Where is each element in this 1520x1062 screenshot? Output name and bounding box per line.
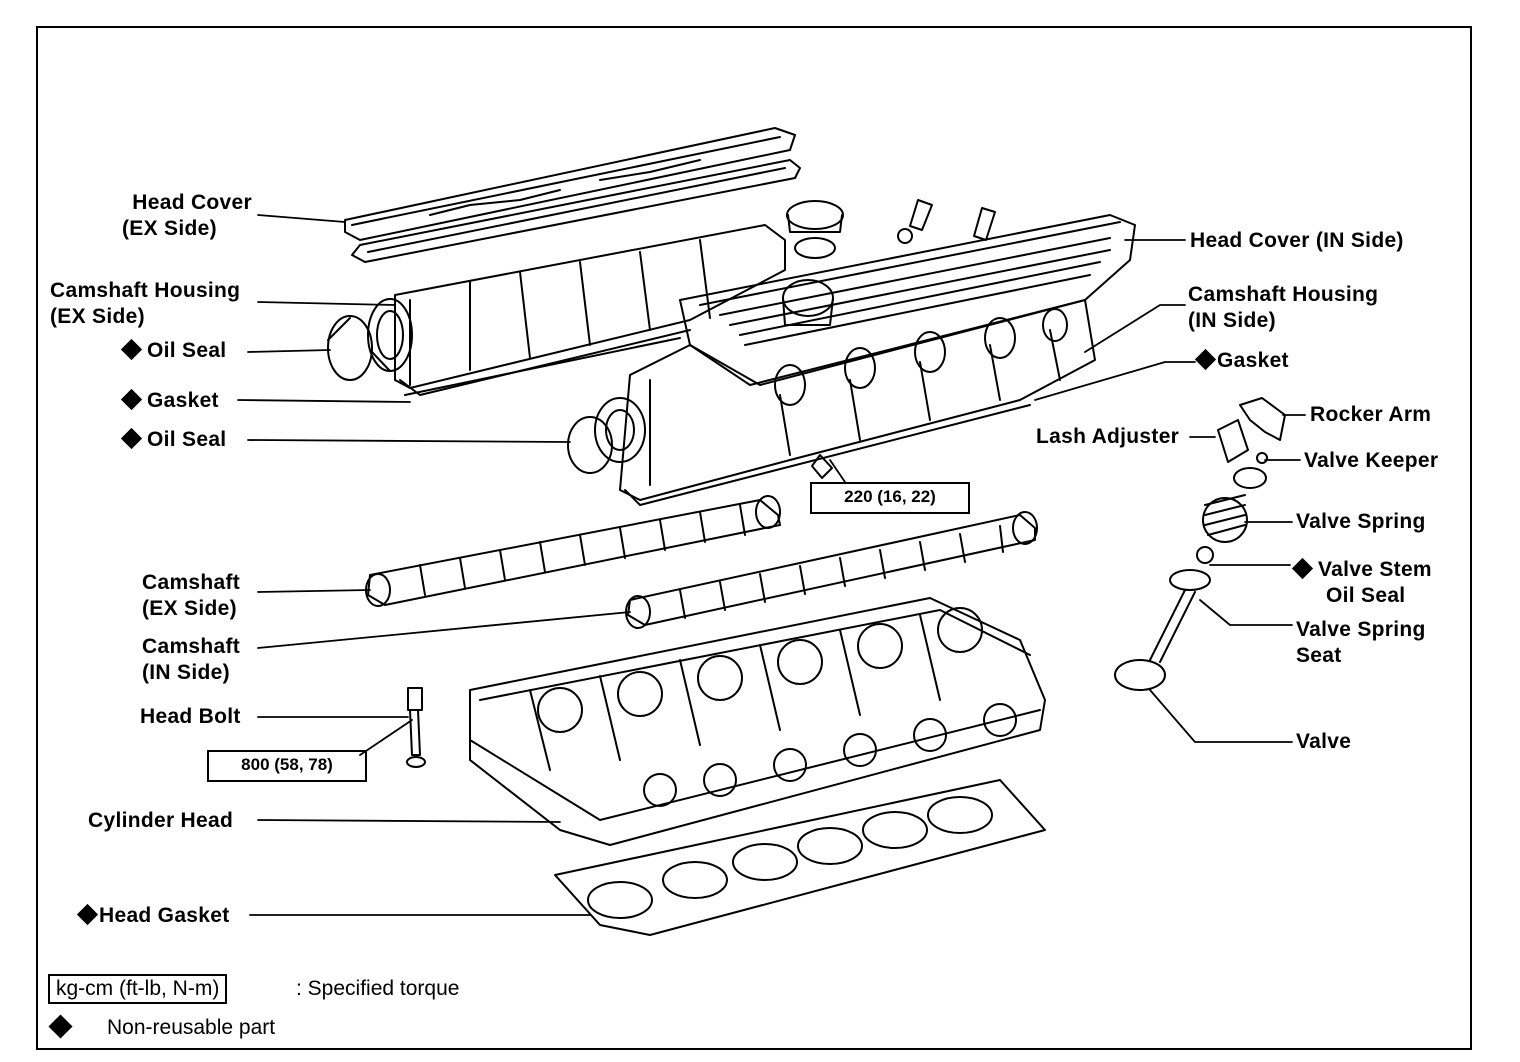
diamond-icon — [1194, 348, 1217, 371]
label-gasket-right: Gasket — [1194, 348, 1289, 374]
label-text: Gasket — [1217, 349, 1289, 372]
label-text: Gasket — [147, 389, 219, 412]
label-line: (EX Side) — [142, 597, 237, 620]
head-gasket-shape — [554, 779, 1046, 936]
label-line: Camshaft Housing — [1188, 283, 1379, 306]
label-line: Valve Stem — [1291, 557, 1432, 583]
label-text: Oil Seal — [147, 339, 227, 362]
label-camshaft-in: Camshaft (IN Side) — [142, 634, 240, 686]
camshaft-housing-in-shape — [567, 299, 1096, 506]
label-line: (IN Side) — [1188, 309, 1276, 332]
label-camshaft-ex: Camshaft (EX Side) — [142, 570, 240, 622]
camshaft-in-shape — [625, 511, 1038, 629]
label-line: Oil Seal — [1326, 584, 1406, 607]
leader-lines — [237, 214, 1306, 916]
label-text: Lash Adjuster — [1036, 425, 1180, 448]
label-rocker-arm: Rocker Arm — [1310, 402, 1431, 428]
label-line: Camshaft — [142, 571, 241, 594]
diamond-icon — [120, 338, 143, 361]
label-text: Valve Stem — [1318, 558, 1432, 581]
camshaft-ex-shape — [365, 495, 781, 607]
label-line: Head Cover — [132, 191, 252, 214]
label-text: Rocker Arm — [1310, 403, 1432, 426]
diamond-icon — [120, 388, 143, 411]
label-line: Camshaft — [142, 635, 241, 658]
label-oil-seal-upper: Oil Seal — [120, 338, 227, 364]
label-text: Head Bolt — [140, 705, 241, 728]
label-valve-keeper: Valve Keeper — [1304, 448, 1438, 474]
cylinder-head-shape — [469, 597, 1046, 846]
label-valve-spring-seat: Valve Spring Seat — [1296, 617, 1426, 669]
legend-torque-box: kg-cm (ft-lb, N-m) — [48, 974, 228, 1004]
label-head-cover-in: Head Cover (IN Side) — [1190, 228, 1404, 254]
legend-torque-text: : Specified torque — [296, 977, 460, 1000]
label-text: Valve Spring — [1296, 510, 1426, 533]
label-text: Valve Keeper — [1304, 449, 1439, 472]
label-camshaft-housing-in: Camshaft Housing (IN Side) — [1188, 282, 1378, 334]
label-text: Oil Seal — [147, 428, 227, 451]
valve-train-shapes — [1114, 397, 1286, 691]
camshaft-housing-ex-shape — [327, 199, 996, 396]
label-line: (EX Side) — [50, 305, 145, 328]
torque-head-bolt: 800 (58, 78) — [207, 750, 367, 782]
diamond-icon — [76, 903, 99, 926]
head-bolt-shape — [406, 687, 426, 768]
head-cover-in-shape — [679, 214, 1136, 386]
label-cylinder-head: Cylinder Head — [88, 808, 233, 834]
legend-nonreusable: Non-reusable part — [48, 1014, 276, 1041]
head-cover-ex-shape — [344, 127, 801, 263]
label-text: Cylinder Head — [88, 809, 234, 832]
diamond-icon — [120, 427, 143, 450]
diamond-icon — [48, 1014, 73, 1039]
label-valve-stem-oil-seal: Valve Stem Oil Seal — [1291, 557, 1432, 609]
label-line: Valve Spring — [1296, 618, 1426, 641]
label-head-bolt: Head Bolt — [140, 704, 241, 730]
label-valve: Valve — [1296, 729, 1351, 755]
label-text: Head Cover (IN Side) — [1190, 229, 1404, 252]
label-line: Seat — [1296, 644, 1342, 667]
label-head-gasket: Head Gasket — [76, 903, 230, 929]
diagram-frame — [36, 26, 1472, 1050]
label-line: (IN Side) — [142, 661, 230, 684]
diamond-icon — [1291, 557, 1314, 580]
label-head-cover-ex: Head Cover (EX Side) — [100, 190, 252, 242]
torque-housing-bolt: 220 (16, 22) — [810, 482, 970, 514]
label-camshaft-housing-ex: Camshaft Housing (EX Side) — [50, 278, 240, 330]
legend-nonreusable-text: Non-reusable part — [107, 1016, 276, 1039]
label-text: Head Gasket — [99, 904, 230, 927]
label-line: (EX Side) — [122, 217, 217, 240]
label-gasket-left: Gasket — [120, 388, 219, 414]
label-valve-spring: Valve Spring — [1296, 509, 1426, 535]
label-line: Camshaft Housing — [50, 279, 241, 302]
label-text: Valve — [1296, 730, 1352, 753]
label-lash-adjuster: Lash Adjuster — [1036, 424, 1179, 450]
label-oil-seal-lower: Oil Seal — [120, 427, 227, 453]
